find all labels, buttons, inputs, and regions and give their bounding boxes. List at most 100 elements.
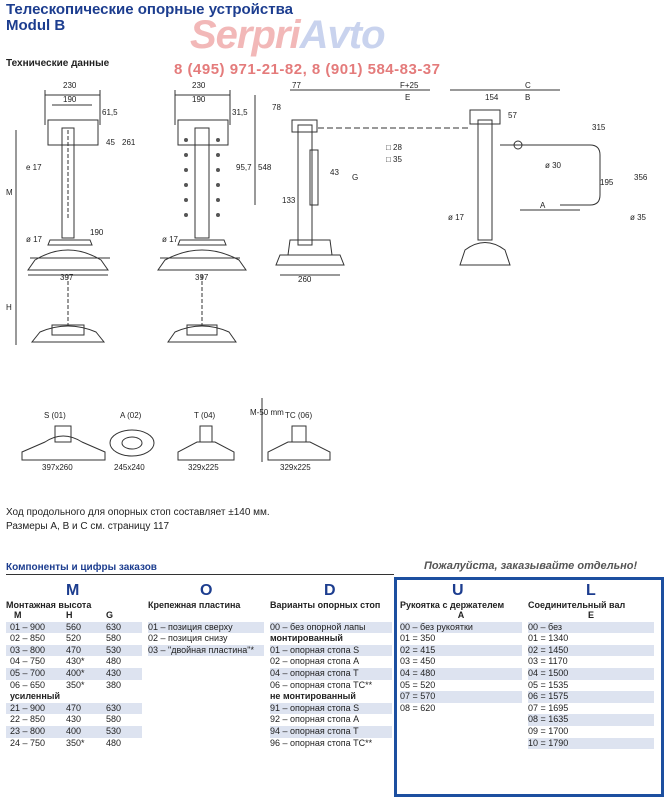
list-item: 06 = 1575 [528,691,654,703]
order-separately-note: Пожалуйста, заказывайте отдельно! [424,560,638,572]
dim-28: □ 28 [386,143,403,152]
list-item: 10 = 1790 [528,737,654,750]
dim-230-a: 230 [63,81,77,90]
dim-77: 77 [292,81,301,90]
foot-tc-label: TC (06) [285,411,312,420]
dim-o35: ø 35 [630,213,647,222]
dim-397-b: 397 [195,273,209,282]
list-item: 08 = 620 [400,702,436,713]
dim-m-50: M-50 mm [250,408,284,417]
note-travel: Ход продольного для опорных стоп составл… [6,507,270,518]
technical-data-heading: Технические данные [6,58,110,69]
dim-e: E [405,93,410,102]
foot-t-size: 329x225 [188,463,219,472]
dim-g: G [352,173,358,182]
column-foot-variants: Варианты опорных стоп 00 – без опорной л… [270,600,392,749]
dim-261: 261 [122,138,136,147]
list-item: 94 – опорная стопа T [270,725,392,738]
dim-190-b: 190 [90,228,104,237]
dim-315-b: 315 [592,123,606,132]
list-item: 04 = 1500 [528,667,654,680]
list-item: 03 = 1170 [528,656,568,667]
dim-a: A [540,201,546,210]
list-item: 07 = 570 [400,691,522,703]
list-item: 05 = 1535 [528,679,569,690]
list-item: 03 = 450 [400,656,436,667]
col-l-title: Соединительный вал [528,600,626,610]
list-item: 09 = 1700 [528,725,569,736]
col-m-title: Монтажная высота [6,600,92,610]
note-dimensions: Размеры A, B и C см. страницу 117 [6,521,170,532]
col-o-title: Крепежная пластина [148,600,241,610]
letter-u: U [452,582,464,599]
col-u-sub: A [457,610,465,620]
foot-tc-drawing [267,425,331,461]
dim-43: 43 [330,168,339,177]
dim-o30: ø 30 [545,161,562,170]
letter-l: L [586,582,596,599]
dim-356: 356 [634,173,648,182]
dim-o17-c: ø 17 [448,213,465,222]
list-item: 05 = 520 [400,679,436,690]
list-item: 01 – позиция сверху [148,621,264,634]
crank-handle-view [450,89,601,266]
leg-front-view-1 [15,90,110,345]
dim-190-a: 190 [63,95,77,104]
foot-s-size: 397x260 [42,463,73,472]
list-item: 96 – опорная стопа TC** [270,737,373,748]
dim-35: □ 35 [386,155,403,164]
technical-drawing: 230 190 61,5 45 261 M e 17 ø 17 190 397 … [6,81,648,472]
dim-154: 154 [485,93,499,102]
list-item: 07 = 1695 [528,702,569,713]
list-item: 04 – опорная стопа T [270,667,392,680]
dim-b: B [525,93,530,102]
dim-190-c: 190 [192,95,206,104]
dim-45: 45 [106,138,115,147]
dim-260: 260 [298,275,312,284]
dim-c: C [525,81,531,90]
list-item: 01 – опорная стопа S [270,644,392,657]
list-item: 04 = 480 [400,667,522,680]
leg-front-view-2 [157,90,256,343]
dim-31-5: 31,5 [232,108,248,117]
col-l-sub: E [587,610,594,620]
list-item: 08 = 1635 [528,714,654,726]
foot-t-label: T (04) [194,411,216,420]
list-item: 01 = 1340 [528,633,569,644]
foot-s-label: S (01) [44,411,66,420]
list-item: 91 – опорная стопа S [270,702,392,715]
letter-o: O [200,582,213,599]
letter-m: M [66,582,80,599]
list-item: 92 – опорная стопа A [270,714,360,725]
col-d-sub-mounted: монтированный [270,633,343,644]
column-crank-handle: Рукоятка с держателем A 00 – без рукоятк… [400,600,522,714]
dim-e17: e 17 [26,163,42,172]
phone-numbers: 8 (495) 971-21-82, 8 (901) 584-83-37 [174,61,441,78]
leg-side-view [275,89,470,276]
dim-57: 57 [508,111,517,120]
dim-95-7: 95,7 [236,163,252,172]
col-u-title: Рукоятка с держателем [400,600,505,610]
dim-o17-b: ø 17 [162,235,179,244]
dim-61-5-a: 61,5 [102,108,118,117]
foot-tc-size: 329x225 [280,463,311,472]
dim-h: H [6,303,12,312]
dim-230-b: 230 [192,81,206,90]
list-item: 06 – опорная стопа TC** [270,679,373,690]
dim-548: 548 [258,163,272,172]
foot-a-size: 245x240 [114,463,145,472]
dim-o17-a: ø 17 [26,235,43,244]
list-item: 00 – без рукоятки [400,621,522,634]
dim-195: 195 [600,178,614,187]
dim-133: 133 [282,196,296,205]
dim-397-a: 397 [60,273,74,282]
col-d-sub-unmounted: не монтированный [270,691,356,702]
